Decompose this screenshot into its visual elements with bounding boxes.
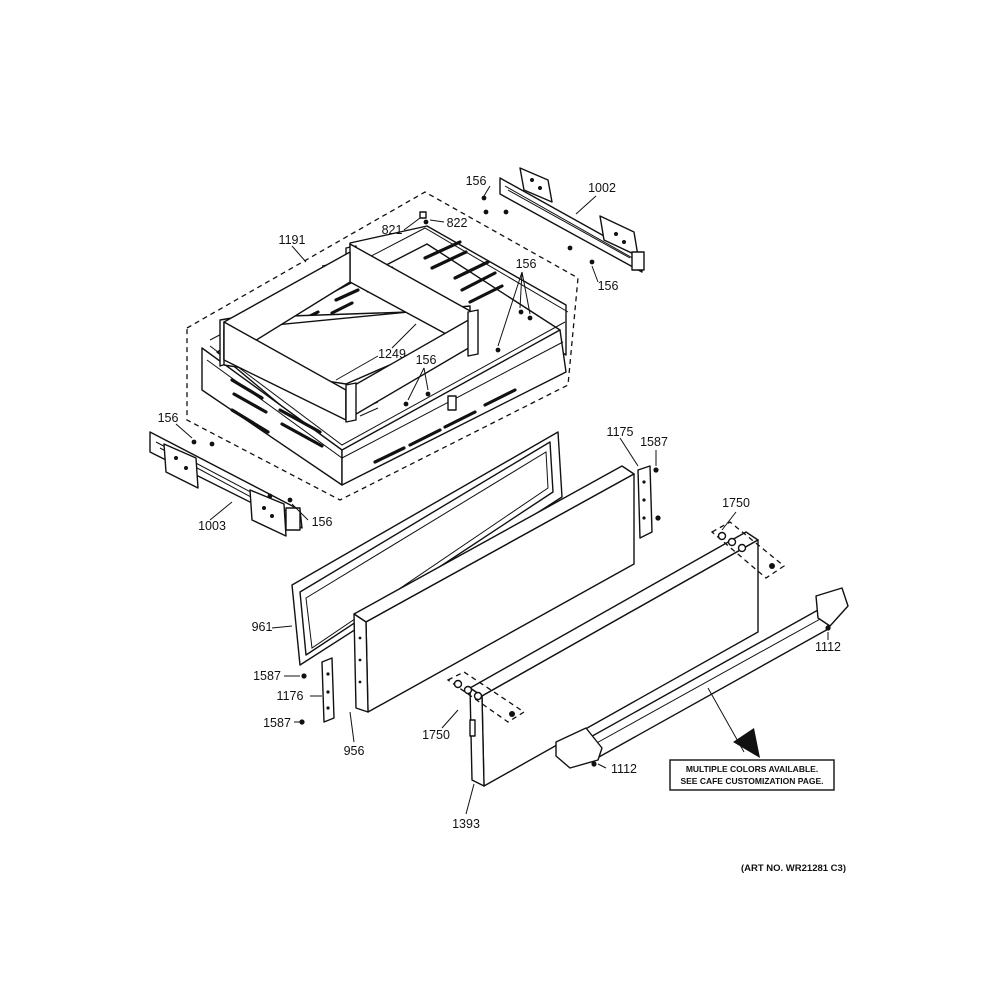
label-1750-right: 1750 <box>722 496 750 510</box>
inner-door-panel-956 <box>353 465 635 713</box>
label-1112-bottom: 1112 <box>611 762 637 776</box>
label-1587-right: 1587 <box>640 435 668 449</box>
divider-1249 <box>219 243 479 423</box>
label-156-top: 156 <box>466 174 487 188</box>
label-1191: 1191 <box>279 233 306 247</box>
part-labels: 156 1002 156 821 822 1191 156 1249 156 1… <box>158 174 841 831</box>
assembly-boundary-1191 <box>186 191 579 501</box>
label-1750-left: 1750 <box>422 728 450 742</box>
spacer-group-boundary-1750-right <box>710 521 786 579</box>
label-156-rail-left-bottom: 156 <box>312 515 333 529</box>
gasket-frame-961 <box>291 431 563 666</box>
label-822: 822 <box>447 216 468 230</box>
label-1587-left-top: 1587 <box>253 669 281 683</box>
slide-rail-1002 <box>499 167 645 273</box>
label-956: 956 <box>344 744 365 758</box>
spacer-group-boundary-1750-left <box>446 671 526 723</box>
note-line-1: MULTIPLE COLORS AVAILABLE. <box>686 764 818 774</box>
slide-rail-1003 <box>149 431 303 537</box>
label-1249: 1249 <box>378 347 406 361</box>
label-821: 821 <box>382 223 403 237</box>
outer-door-panel-1393 <box>469 531 759 787</box>
note-line-2: SEE CAFE CUSTOMIZATION PAGE. <box>680 776 823 786</box>
label-156-rail-left-top: 156 <box>158 411 179 425</box>
leader-lines <box>175 185 829 815</box>
door-bracket-1175 <box>637 465 653 539</box>
label-1002: 1002 <box>588 181 616 195</box>
label-1175: 1175 <box>607 425 634 439</box>
spacer-parts-1750 <box>453 531 775 717</box>
screws <box>191 195 831 767</box>
label-1112-right: 1112 <box>815 640 841 654</box>
label-156-basket-center: 156 <box>416 353 437 367</box>
label-156-basket-right: 156 <box>516 257 537 271</box>
customization-note-box: MULTIPLE COLORS AVAILABLE. SEE CAFE CUST… <box>669 759 835 791</box>
label-1003: 1003 <box>198 519 226 533</box>
label-961: 961 <box>252 620 273 634</box>
label-156-rail-right: 156 <box>598 279 619 293</box>
door-bracket-1176 <box>321 657 335 723</box>
label-1587-left-bottom: 1587 <box>263 716 291 730</box>
note-pointer-arrow <box>707 687 760 758</box>
label-1176: 1176 <box>277 689 304 703</box>
label-1393: 1393 <box>452 817 480 831</box>
door-handle <box>555 587 849 769</box>
art-number: (ART NO. WR21281 C3) <box>741 863 846 874</box>
